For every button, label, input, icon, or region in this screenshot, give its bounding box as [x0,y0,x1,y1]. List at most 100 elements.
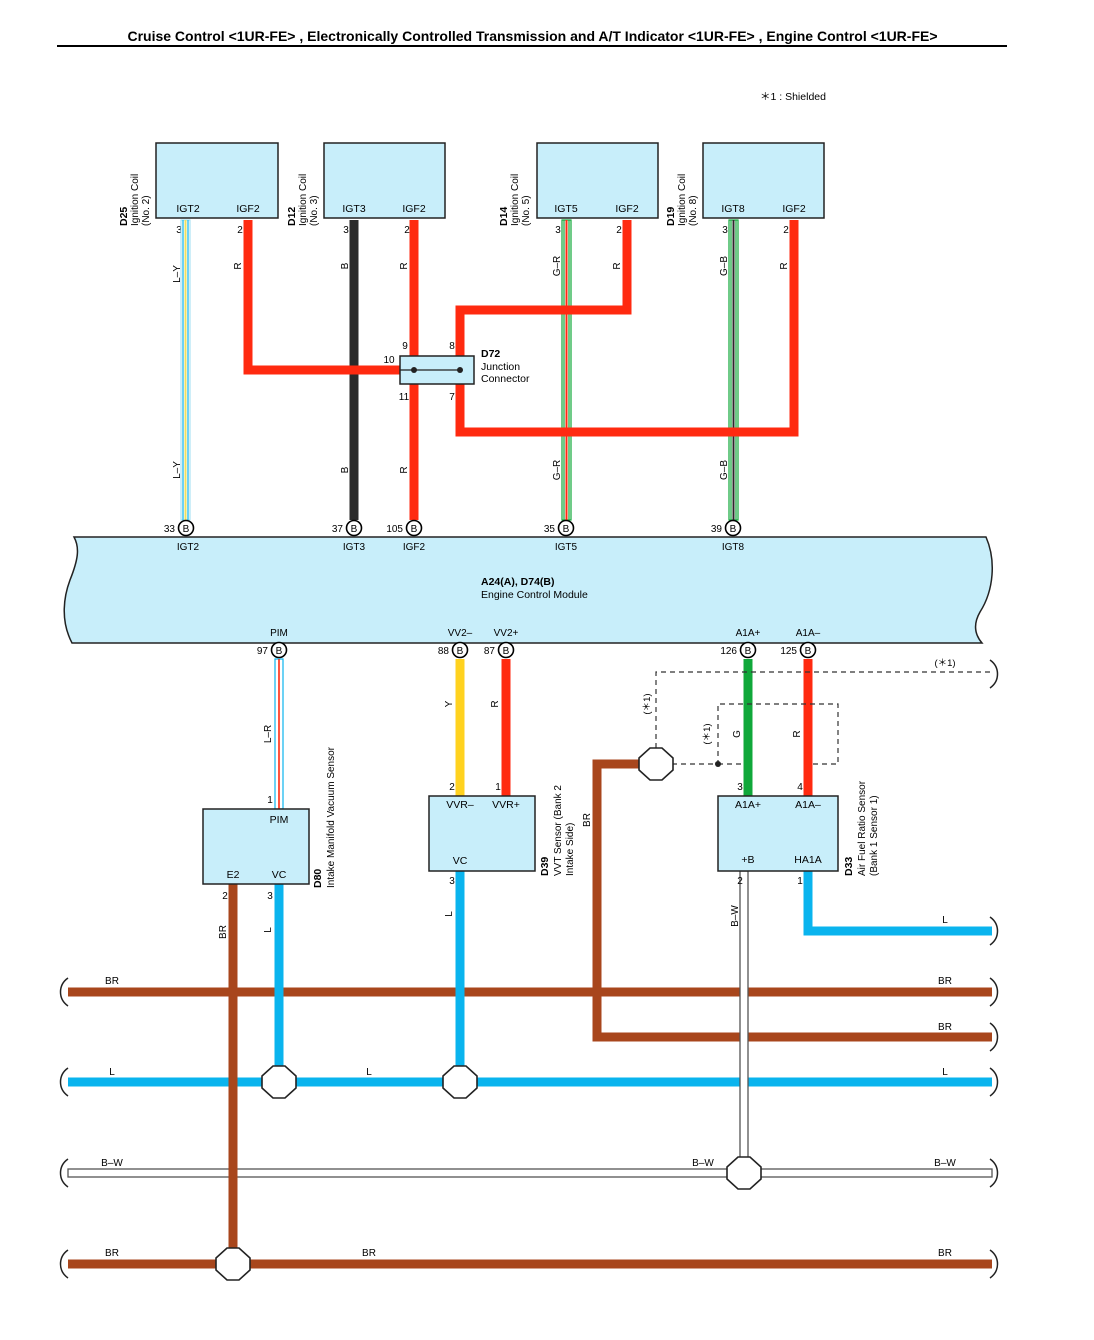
wire-label: Y [444,700,455,707]
vvt-sensor-d39: VVR– VVR+ VC 2 1 3 D39 VVT Sensor (Bank … [428,782,576,887]
wire-g-r [561,219,572,521]
pin-number: 1 [495,782,501,793]
shield-junction-dot [715,761,721,767]
connector-code: D80 [312,869,324,888]
pin-name: HA1A [794,854,821,866]
wire-label: L–R [263,725,274,743]
splice-point [726,1156,762,1190]
connector-code: D72 [481,348,500,360]
pin-number: 35 [544,524,556,535]
wire-l-ha1a [803,871,992,936]
wire-b-w-af [739,870,749,1163]
title-underline [57,45,1007,47]
bus-label: L [942,915,948,926]
wire-label: B [340,262,351,269]
connector-letter: B [457,646,464,657]
intake-manifold-vacuum-sensor-d80: PIM E2 VC 1 2 3 D80 Intake Manifold Vacu… [202,746,337,902]
pin-number: 10 [383,355,395,366]
pin-name-igt8: IGT8 [721,203,744,215]
pin-number: 3 [267,891,273,902]
bus-label: B–W [692,1158,714,1169]
connector-letter: B [411,524,418,535]
ecm-bottom-pins: PIM B 97 VV2– B 88 VV2+ B 87 A1A+ B 126 … [257,628,821,659]
bus-label: BR [938,1022,952,1033]
bus-label: BR [938,976,952,987]
bus-label: BR [105,1248,119,1259]
component-name-sub: (No. 8) [688,195,699,226]
component-name-sub: (No. 3) [309,195,320,226]
pin-number: 2 [222,891,228,902]
wire-label: G–R [552,460,563,481]
connector-code: D12 [286,207,298,226]
pin-number: 7 [449,392,455,403]
connector-code: D39 [539,857,551,876]
component-name: Air Fuel Ratio Sensor [857,780,868,876]
pin-name-igt3: IGT3 [342,203,365,215]
pin-name-igf2: IGF2 [236,203,259,215]
wire-label: BR [582,813,593,827]
wire-label: BR [218,925,229,939]
pin-name: A1A– [796,628,821,639]
wire-label: G–B [719,256,730,276]
wire-l-r [274,658,284,810]
splice-point [215,1247,251,1281]
pin-number: 1 [797,876,803,887]
pin-number: 2 [404,225,410,236]
pin-name: VC [453,855,468,867]
pin-name: VVR+ [492,799,520,811]
pin-number: 33 [164,524,176,535]
pin-name: A1A+ [735,799,761,811]
pin-name: A1A+ [736,628,761,639]
connector-code: D14 [498,207,510,226]
pin-number: 105 [386,524,403,535]
ignition-coil-d12: IGT3 IGF2 D12 Ignition Coil (No. 3) 3 2 [286,142,446,236]
component-name: Junction [481,361,520,373]
wire-label: R [612,262,623,269]
bus-label: BR [938,1248,952,1259]
bus-continuation-marks [59,659,999,1279]
shield-lines [655,671,992,765]
pin-number: 3 [449,876,455,887]
wire-label: G–B [719,460,730,480]
wire-label: B–W [730,905,741,927]
pin-name-igt2: IGT2 [176,203,199,215]
wire-label: R [779,262,790,269]
pin-number: 2 [737,876,743,887]
ecm-connector-codes: A24(A), D74(B) [481,576,555,588]
pin-number: 88 [438,646,450,657]
wire-label: L–Y [172,265,183,283]
pin-number: 3 [343,225,349,236]
bus-label: BR [105,976,119,987]
wire-label: G–R [552,256,563,277]
pin-name: IGF2 [403,542,426,553]
pin-number: 3 [176,225,182,236]
bus-label: L [109,1067,115,1078]
wire-label: R [399,466,410,473]
component-name-sub: Connector [481,373,530,385]
pin-name: VV2– [448,628,473,639]
pin-number: 11 [399,392,410,403]
pin-number: 87 [484,646,496,657]
pin-name-igf2: IGF2 [782,203,805,215]
pin-number: 4 [797,782,803,793]
pin-name: +B [741,854,754,866]
wire-label: L–Y [172,461,183,479]
air-fuel-ratio-sensor-d33: A1A+ A1A– +B HA1A 3 4 2 1 D33 Air Fuel R… [717,780,880,887]
connector-code: D33 [843,857,855,876]
bus-b-w [67,1168,993,1178]
pin-number: 2 [783,225,789,236]
splice-point [442,1065,478,1099]
wire-label: R [792,730,803,737]
connector-letter: B [351,524,358,535]
pin-name: E2 [227,869,240,881]
connector-letter: B [563,524,570,535]
pin-number: 3 [722,225,728,236]
pin-number: 2 [237,225,243,236]
ignition-coil-d14: IGT5 IGF2 D14 Ignition Coil (No. 5) 3 2 [498,142,659,236]
connector-letter: B [745,646,752,657]
shield-label: (＊1) [702,723,713,744]
pin-number: 3 [555,225,561,236]
pin-name: VV2+ [494,628,519,639]
connector-letter: B [805,646,812,657]
